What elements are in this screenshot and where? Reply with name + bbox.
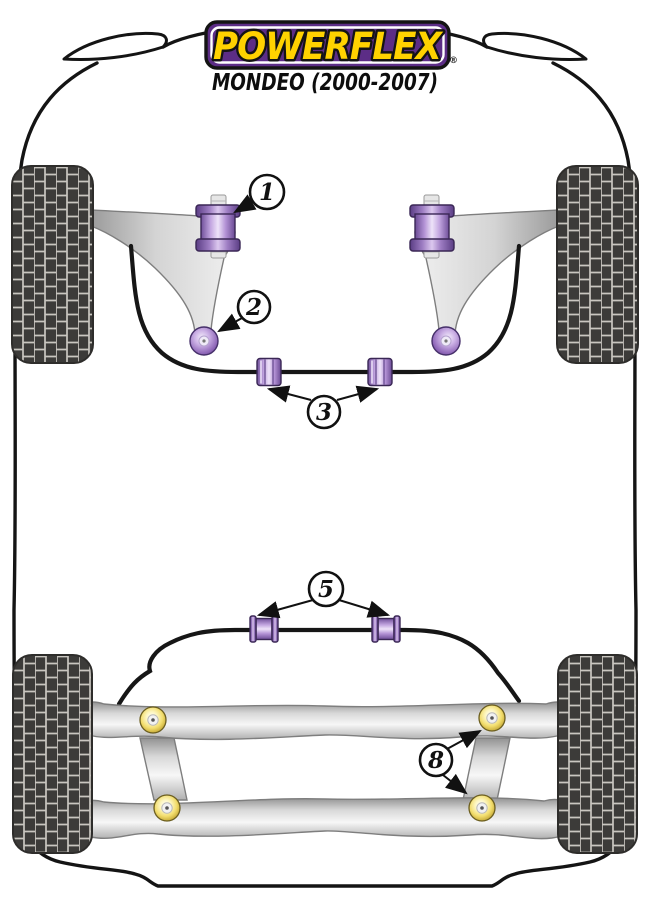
callout-5[interactable]: 5: [256, 570, 391, 619]
front-suspension: [91, 195, 559, 387]
rear-arb-bushing-right: [371, 615, 401, 643]
callout-8-arrow-up: [446, 729, 482, 750]
callout-3-arrow-left: [266, 385, 312, 403]
rear-suspension: [64, 615, 584, 840]
callout-5-label: 5: [318, 576, 334, 603]
front-wishbone-left: [91, 195, 240, 355]
subframe-bushing-front-right: [478, 704, 506, 732]
tire-rear-left: [12, 654, 93, 854]
front-arb-bushing-left: [256, 357, 282, 387]
callout-8-label: 8: [427, 747, 444, 774]
registered-trademark: ®: [449, 56, 458, 66]
subframe-bushing-rear-left: [153, 794, 181, 822]
subframe-bushing-rear-right: [468, 794, 496, 822]
logo-box: [204, 20, 451, 70]
subframe-bushing-front-left: [139, 706, 167, 734]
rear-arb-bushing-left: [249, 615, 279, 643]
rear-anti-roll-bar: [116, 627, 522, 707]
callout-1[interactable]: 1: [233, 173, 286, 214]
callout-2-circle: [236, 289, 272, 325]
callout-1-circle: [248, 173, 286, 211]
callout-3-arrow-right: [336, 385, 380, 403]
tire-rear-right: [557, 654, 638, 854]
logo-box-inner-border: [210, 26, 445, 64]
body-shell-outline: [12, 61, 638, 888]
callout-2-label: 2: [245, 294, 262, 321]
wing-mirror-left: [62, 31, 168, 61]
callout-5-arrow-right: [338, 599, 391, 618]
callout-8-arrow-down: [442, 773, 468, 795]
front-arb-bushing-right: [367, 357, 393, 387]
tire-front-left: [11, 165, 94, 364]
tires: [11, 165, 639, 854]
brand-wordmark: POWERFLEX: [213, 25, 444, 68]
callout-8-circle: [418, 742, 454, 778]
callout-5-circle: [307, 570, 345, 608]
front-wishbone-right: [410, 195, 559, 355]
callout-1-arrow: [233, 194, 257, 214]
car-body-outline: [12, 21, 638, 888]
tire-front-right: [556, 165, 639, 364]
callout-2-arrow: [217, 313, 243, 333]
front-anti-roll-bar: [128, 243, 522, 375]
wing-mirror-right: [482, 31, 588, 61]
callout-3-label: 3: [316, 399, 332, 426]
callout-3-circle: [306, 394, 342, 430]
subframe-bottom-beam: [64, 797, 584, 840]
model-title: MONDEO (2000-2007): [212, 70, 438, 96]
callout-2[interactable]: 2: [217, 289, 272, 333]
callout-5-arrow-left: [256, 599, 314, 619]
callout-8[interactable]: 8: [418, 729, 482, 795]
subframe-rail-right: [462, 737, 511, 801]
powerflex-logo: POWERFLEX ® MONDEO (2000-2007): [204, 20, 458, 96]
callout-3[interactable]: 3: [266, 385, 380, 430]
subframe-rail-left: [139, 737, 188, 801]
callout-1-label: 1: [259, 179, 275, 206]
